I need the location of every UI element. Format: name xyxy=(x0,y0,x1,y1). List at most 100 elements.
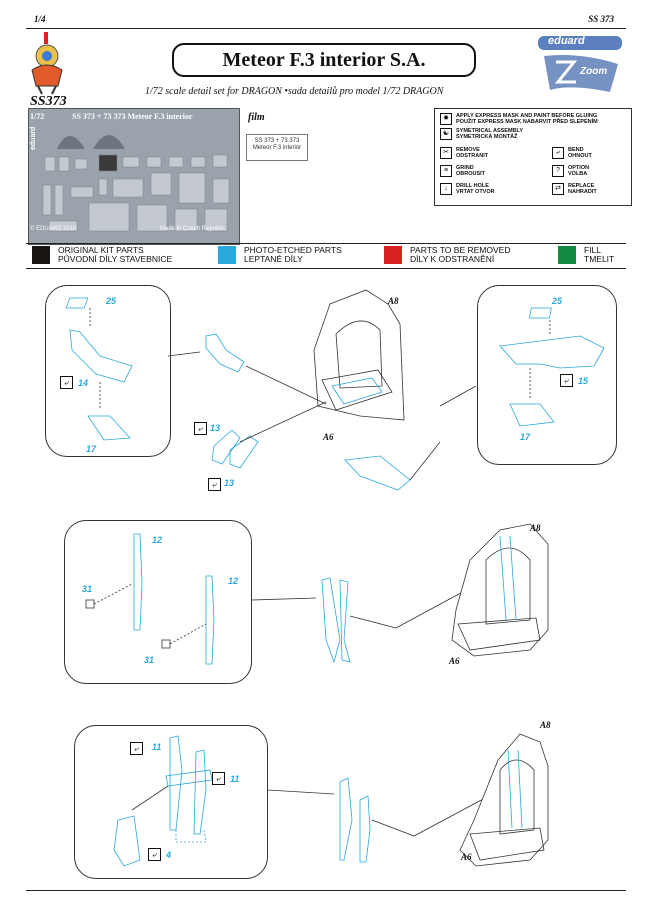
film-line-1: SS 373 + 73 373 xyxy=(254,138,300,144)
key-text: PARTS TO BE REMOVED xyxy=(410,245,511,255)
detail-panel-shoulder xyxy=(74,725,268,879)
divider xyxy=(26,243,626,244)
film-sheet: SS 373 + 73 373 Meteor F.3 interior xyxy=(246,134,308,161)
step3-drawing-icon xyxy=(113,733,549,867)
kit-part-label: A6 xyxy=(461,852,472,862)
legend-text: REPLACE xyxy=(568,183,595,189)
legend-text: VOLBA xyxy=(568,171,588,177)
part-label: 11 xyxy=(230,774,240,784)
part-label: 13 xyxy=(224,478,235,488)
kit-part-label: A8 xyxy=(388,296,399,306)
bend-icon: ⤶ xyxy=(560,374,573,387)
legend-text: VRTAT OTVOR xyxy=(456,189,495,195)
drill-icon: ↓ xyxy=(440,183,452,195)
legend-text: OPTION xyxy=(568,165,590,171)
fret-scale: 1/72 xyxy=(30,112,45,121)
option-icon: ? xyxy=(552,165,564,177)
legend-text: GRIND xyxy=(456,165,474,171)
swatch-pe-parts xyxy=(218,246,236,264)
bend-icon: ⤶ xyxy=(60,376,73,389)
legend-text: BEND xyxy=(568,147,584,153)
swatch-kit-parts xyxy=(32,246,50,264)
kit-part-label: A6 xyxy=(323,432,334,442)
legend-text: NAHRADIT xyxy=(568,189,597,195)
part-label: 11 xyxy=(152,742,162,752)
legend-text: OHNOUT xyxy=(568,153,592,159)
step2-drawing-icon xyxy=(85,523,549,665)
symbol-legend xyxy=(434,108,632,206)
film-label: film xyxy=(248,112,265,123)
mascot-logo-icon xyxy=(31,32,63,95)
photo-etch-fret xyxy=(28,108,240,245)
kit-part-label: A8 xyxy=(530,523,541,533)
part-label: 12 xyxy=(152,535,163,545)
fret-name: SS 373 + 73 373 Meteor F.3 interior xyxy=(72,112,193,121)
brand-name: eduard xyxy=(548,35,585,47)
set-code: SS 373 xyxy=(588,14,614,24)
replace-icon: ⇄ xyxy=(552,183,564,195)
key-text: PHOTO-ETCHED PARTS xyxy=(244,245,342,255)
symmetrical-icon: ☯ xyxy=(440,128,452,140)
part-label: 14 xyxy=(78,378,89,388)
fret-side-label: eduard xyxy=(30,126,37,150)
detail-panel-right xyxy=(477,285,617,465)
part-label: 4 xyxy=(166,850,172,860)
part-label: 25 xyxy=(106,296,117,306)
part-label: 31 xyxy=(144,655,155,665)
subtitle: 1/72 scale detail set for DRAGON •sada d… xyxy=(145,86,444,97)
legend-text: SYMETRICAL ASSEMBLY xyxy=(456,128,524,134)
swatch-fill xyxy=(558,246,576,264)
header-rule xyxy=(26,28,626,29)
film-line-2: Meteor F.3 interior xyxy=(252,145,302,151)
page-title: Meteor F.3 interior S.A. xyxy=(222,48,426,71)
legend-text: POUŽIT EXPRESS MASK NABARVIT PŘED SLEPEN… xyxy=(456,119,598,125)
legend-text: APPLY EXPRESS MASK AND PAINT BEFORE GLUI… xyxy=(456,113,598,119)
kit-part-label: A6 xyxy=(449,656,460,666)
remove-icon: ✂ xyxy=(440,147,452,159)
detail-panel-belts xyxy=(64,520,252,684)
fret-copyright: © EDUARD 2010 xyxy=(30,226,77,232)
divider xyxy=(26,268,626,269)
footer-rule xyxy=(26,890,626,891)
legend-text: REMOVE xyxy=(456,147,480,153)
part-label: 15 xyxy=(578,376,589,386)
key-text: LEPTANÉ DÍLY xyxy=(244,254,303,264)
brand-sub: Zoom xyxy=(580,66,608,77)
bend-icon: ⤶ xyxy=(130,742,143,755)
detail-panel-left xyxy=(45,285,171,457)
part-label: 31 xyxy=(82,584,93,594)
key-text: FILL xyxy=(584,245,602,255)
kit-part-label: A8 xyxy=(540,720,551,730)
legend-mask: APPLY EXPRESS MASK AND PAINT BEFORE GLUI… xyxy=(456,113,598,125)
bend-icon: ⤶ xyxy=(208,478,221,491)
fret-made-in: Made in Czech Republic xyxy=(160,226,226,232)
grind-icon: ≡ xyxy=(440,165,452,177)
legend-text: OBROUSIT xyxy=(456,171,486,177)
mask-icon: ✹ xyxy=(440,113,452,125)
bend-icon: ⤶ xyxy=(148,848,161,861)
bend-icon: ⤶ xyxy=(552,147,564,159)
legend-text: ODSTRANIT xyxy=(456,153,489,159)
part-label: 13 xyxy=(210,423,221,433)
legend-text: SYMETRICKÁ MONTÁŽ xyxy=(456,134,518,140)
key-text: TMELIT xyxy=(584,254,615,264)
set-code-badge: SS373 xyxy=(30,94,67,109)
part-label: 12 xyxy=(228,576,239,586)
step1-drawing-icon xyxy=(65,289,605,491)
key-text: DÍLY K ODSTRANĚNÍ xyxy=(410,254,495,264)
page-number: 1/4 xyxy=(34,14,46,24)
part-label: 17 xyxy=(86,444,97,454)
part-label: 25 xyxy=(552,296,563,306)
key-text: PŮVODNÍ DÍLY STAVEBNICE xyxy=(58,254,173,264)
key-text: ORIGINAL KIT PARTS xyxy=(58,245,144,255)
